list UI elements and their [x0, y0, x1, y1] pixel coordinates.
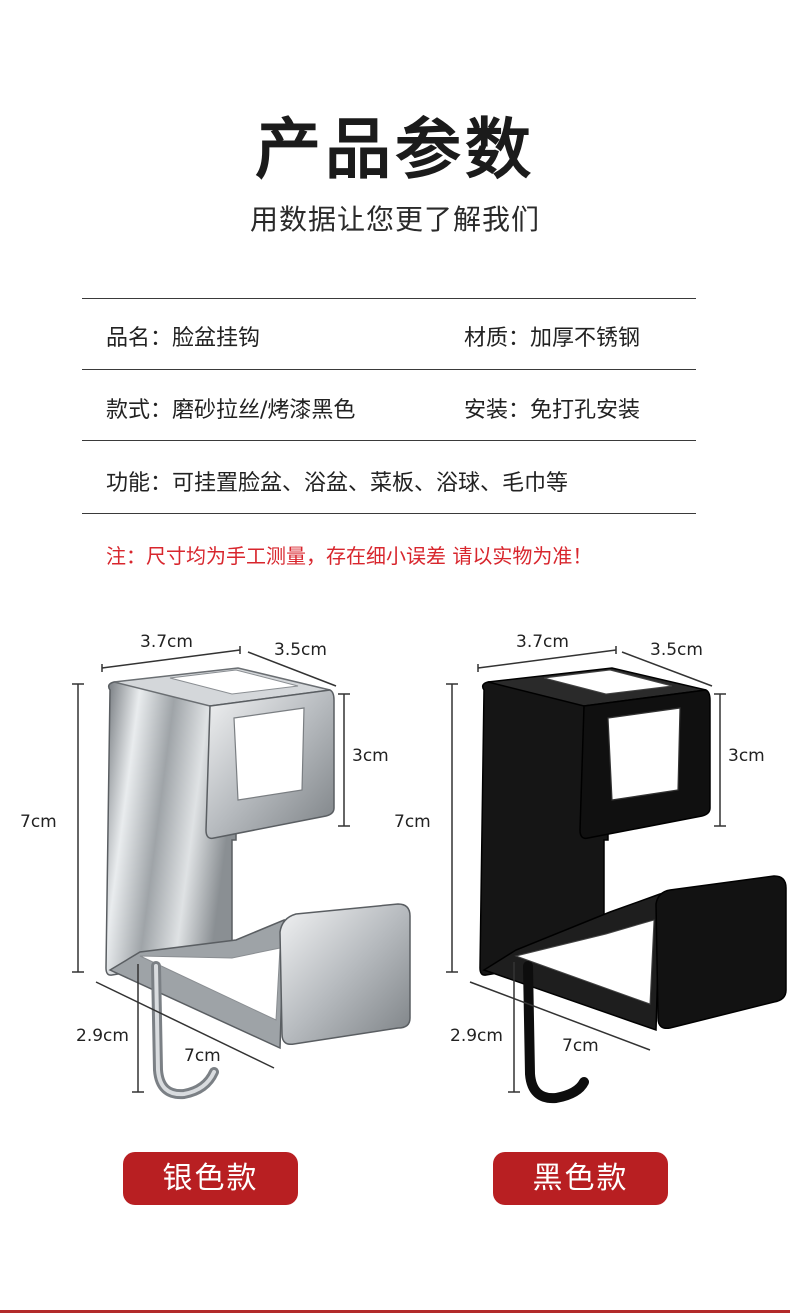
black-top-width-label: 3.7cm [516, 632, 569, 652]
page-subtitle: 用数据让您更了解我们 [249, 203, 540, 236]
silver-hook-illustration [105, 667, 411, 1100]
measurement-note: 注：尺寸均为手工测量，存在细小误差 请以实物为准！ [106, 544, 593, 568]
silver-hook-height-label: 2.9cm [76, 1026, 129, 1046]
spec-install: 安装：免打孔安装 [464, 398, 641, 423]
black-slot-height-label: 3cm [728, 746, 765, 766]
black-hook-illustration [479, 667, 787, 1104]
product-diagram: 3.7cm 3.5cm 3cm 7cm 2.9cm 7cm 3.7cm 3.5c… [0, 600, 790, 1140]
black-top-depth-label: 3.5cm [650, 640, 703, 660]
spec-divider [82, 298, 696, 299]
spec-divider [82, 513, 696, 514]
silver-variant-button[interactable]: 银色款 [123, 1152, 298, 1205]
black-total-height-label: 7cm [394, 812, 431, 832]
page-title: 产品参数 [255, 111, 535, 188]
silver-slot-height-label: 3cm [352, 746, 389, 766]
black-bottom-depth-label: 7cm [562, 1036, 599, 1056]
top-rule [0, 0, 790, 3]
black-variant-button[interactable]: 黑色款 [493, 1152, 668, 1205]
bottom-rule [0, 1310, 790, 1313]
spec-name: 品名：脸盆挂钩 [106, 326, 261, 351]
spec-divider [82, 440, 696, 441]
black-dimension-lines [446, 646, 726, 1093]
silver-top-depth-label: 3.5cm [274, 640, 327, 660]
black-hook-height-label: 2.9cm [450, 1026, 503, 1046]
spec-divider [82, 369, 696, 370]
silver-top-width-label: 3.7cm [140, 632, 193, 652]
spec-style: 款式：磨砂拉丝/烤漆黑色 [106, 398, 356, 423]
spec-function: 功能：可挂置脸盆、浴盆、菜板、浴球、毛巾等 [106, 471, 569, 496]
silver-bottom-depth-label: 7cm [184, 1046, 221, 1066]
silver-dimension-lines [72, 646, 350, 1093]
spec-material: 材质：加厚不锈钢 [464, 326, 641, 351]
silver-total-height-label: 7cm [20, 812, 57, 832]
product-illustration [72, 646, 787, 1104]
